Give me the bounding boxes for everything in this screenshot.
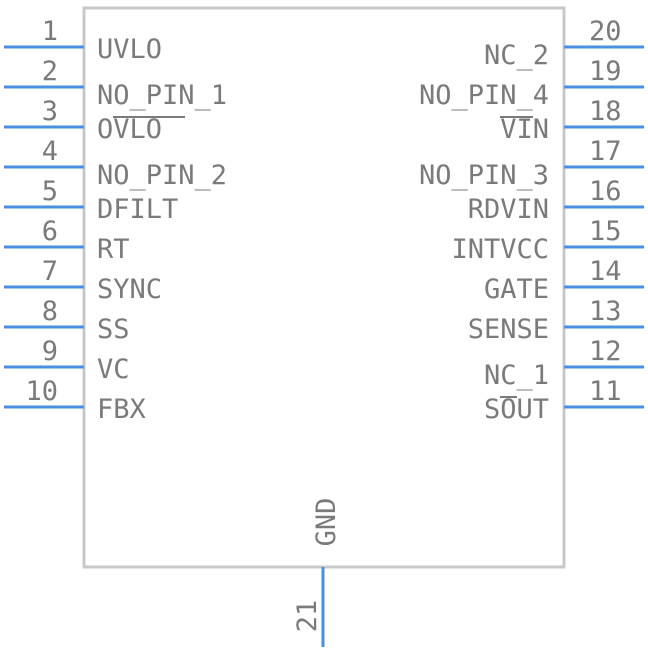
pin-20-number: 20 [589, 16, 622, 47]
pin-7-number: 7 [42, 256, 58, 287]
pin-16-label: RDVIN [468, 194, 549, 225]
pin-3-label: OVLO [97, 114, 162, 145]
pin-13-number: 13 [589, 296, 622, 327]
pin-8-label: SS [97, 314, 130, 345]
pin-6-number: 6 [42, 216, 58, 247]
pin-5-label: DFILT [97, 194, 178, 225]
pin-4-number: 4 [42, 136, 58, 167]
pin-4-label: NO_PIN_2 [97, 160, 227, 191]
pin-19-number: 19 [589, 56, 622, 87]
right-pin-group: 20 NC_2 19 NO_PIN_4 18 VIN 17 NO_PIN_3 1… [419, 16, 644, 425]
pin-1-number: 1 [42, 16, 58, 47]
pin-9-number: 9 [42, 336, 58, 367]
pin-21-number: 21 [292, 600, 323, 633]
pin-1-label: UVLO [97, 34, 162, 65]
pin-17-label: NO_PIN_3 [419, 160, 549, 191]
pin-11-number: 11 [589, 376, 622, 407]
pin-12-label: NC_1 [484, 360, 549, 391]
pin-2-number: 2 [42, 56, 58, 87]
pin-3-number: 3 [42, 96, 58, 127]
pin-15-number: 15 [589, 216, 622, 247]
pin-21-label: GND [311, 498, 342, 547]
pin-17-number: 17 [589, 136, 622, 167]
pin-19-label: NO_PIN_4 [419, 80, 549, 111]
pin-7-label: SYNC [97, 274, 162, 305]
pin-6-label: RT [97, 234, 130, 265]
component-body [82, 6, 566, 569]
bottom-pin-group: 21 GND [292, 498, 342, 647]
pin-18-label: VIN [500, 114, 549, 145]
pin-10-label: FBX [97, 394, 146, 425]
pin-9-label: VC [97, 354, 130, 385]
pin-14-number: 14 [589, 256, 622, 287]
pin-16-number: 16 [589, 176, 622, 207]
pin-14-label: GATE [484, 274, 549, 305]
pin-5-number: 5 [42, 176, 58, 207]
pin-15-label: INTVCC [451, 234, 549, 265]
pin-13-label: SENSE [468, 314, 549, 345]
pin-12-number: 12 [589, 336, 622, 367]
left-pin-group: 1 UVLO 2 NO_PIN_1 3 OVLO 4 NO_PIN_2 5 DF… [4, 16, 227, 425]
pin-8-number: 8 [42, 296, 58, 327]
pin-2-label: NO_PIN_1 [97, 80, 227, 111]
pin-18-number: 18 [589, 96, 622, 127]
pin-20-label: NC_2 [484, 40, 549, 71]
pin-10-number: 10 [25, 376, 58, 407]
pin-11-label: SOUT [484, 394, 549, 425]
